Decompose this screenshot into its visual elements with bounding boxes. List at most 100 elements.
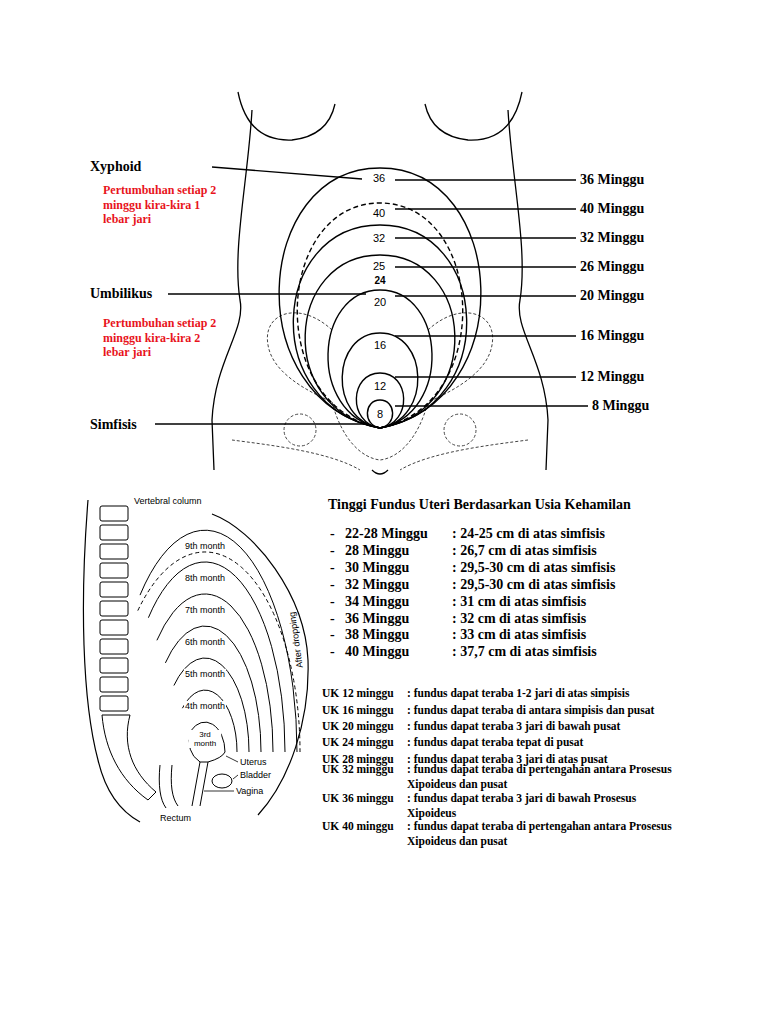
leader-line [155,167,588,424]
landmark-label: Simfisis [90,417,137,433]
table-cell: 38 Minggu [345,627,409,643]
curve-number: 32 [373,232,385,245]
leader-line [204,756,238,791]
curve-number: 24 [373,275,386,287]
uterus-curve [140,530,297,752]
growth-note: Pertumbuhan setiap 2 minggu kira-kira 1 … [103,183,217,227]
pelvis-outline [267,313,332,402]
spine [100,639,128,654]
table-cell: - [330,644,335,660]
table-cell: UK 24 minggu [322,735,394,750]
anatomy-label: Rectum [160,813,191,823]
table-cell: 40 Minggu [345,644,409,660]
spine [100,525,128,540]
leader-line [226,756,238,762]
table-cell: - [330,577,335,593]
uterus-curve [189,731,225,762]
table-cell: : 33 cm di atas simfisis [452,627,586,643]
spine [100,506,156,800]
torso-outline [212,92,548,474]
body-outline [212,514,308,815]
curve-number: 16 [374,339,386,352]
organ [200,762,208,806]
table-cell: UK 40 minggu [322,819,394,834]
pelvis-outline [232,440,360,470]
table-cell: : 32 cm di atas simfisis [452,611,586,627]
leader-line [395,208,576,209]
week-label: 12 Minggu [580,369,644,385]
spine [100,582,128,597]
table-cell: 34 Minggu [345,594,409,610]
spine [102,715,156,800]
organ [171,765,178,806]
anatomy-label: 4th month [184,701,226,711]
pelvis-outline [284,414,316,446]
table-cell: 28 Minggu [345,543,409,559]
table-cell: : fundus dapat teraba 1-2 jari di atas s… [407,686,629,701]
leader-line [395,376,576,377]
table-cell: : 29,5-30 cm di atas simfisis [452,560,615,576]
fundus-curve [305,255,455,428]
anatomy-label: 9th month [184,541,226,551]
table-cell: : fundus dapat teraba tepat di pusat [407,735,583,750]
leader-line [395,405,588,406]
landmark-label: Umbilikus [90,286,152,302]
anatomy-label: 3rd month [189,730,221,748]
anatomy-label: 7th month [184,605,226,615]
leader-line [233,775,238,779]
anatomy-label: 8th month [184,573,226,583]
anatomy-label: Uterus [240,757,267,767]
table-title: Tinggi Fundus Uteri Berdasarkan Usia Keh… [328,497,631,513]
leader-line [395,179,576,180]
leader-line [395,237,576,238]
uterus-curve [182,690,237,752]
growth-note: Pertumbuhan setiap 2 minggu kira-kira 2 … [103,316,217,360]
torso-outline [425,92,522,140]
torso-outline [212,110,252,470]
organ [159,765,166,808]
torso-outline [238,92,335,140]
table-cell: UK 32 minggu [322,762,394,777]
curve-number: 36 [373,172,385,185]
leader-line [204,791,234,792]
organ [212,774,232,788]
curve-number: 20 [374,296,386,309]
uterus-curve [138,552,300,752]
table-cell: - [330,627,335,643]
spine [100,696,128,711]
table-cell: 22-28 Minggu [345,526,428,542]
table-cell: UK 12 minggu [322,686,394,701]
leader-line [212,167,362,179]
table-cell: - [330,611,335,627]
table-cell: - [330,543,335,559]
anatomy-label: 5th month [184,669,226,679]
uterus-curve [165,626,261,752]
table-cell: : 31 cm di atas simfisis [452,594,586,610]
spine [100,658,128,673]
table-cell: : 37,7 cm di atas simfisis [452,644,597,660]
table-cell: - [330,526,335,542]
spine [100,506,128,521]
week-label: 40 Minggu [580,201,644,217]
curve-number: 25 [373,260,385,273]
fundus-curve [356,373,403,428]
fundus-curve [279,168,481,428]
curve-number: 8 [377,408,383,421]
leader-line [155,423,368,424]
spine [100,601,128,616]
table-cell: : 24-25 cm di atas simfisis [452,526,605,542]
anatomy-label: Bladder [240,770,271,780]
body-outline [83,500,308,822]
torso-outline [508,110,548,470]
anatomy-label: Vertebral column [134,496,202,506]
table-cell: : 26,7 cm di atas simfisis [452,543,597,559]
table-cell: - [330,594,335,610]
fundus-curve [279,168,481,428]
anatomy-label: 6th month [184,637,226,647]
table-cell: : fundus dapat teraba 3 jari di bawah pu… [407,719,620,734]
pelvis-outline [444,414,476,446]
table-cell: UK 20 minggu [322,719,394,734]
fundus-curve [328,290,432,428]
curve-number: 12 [374,380,386,393]
